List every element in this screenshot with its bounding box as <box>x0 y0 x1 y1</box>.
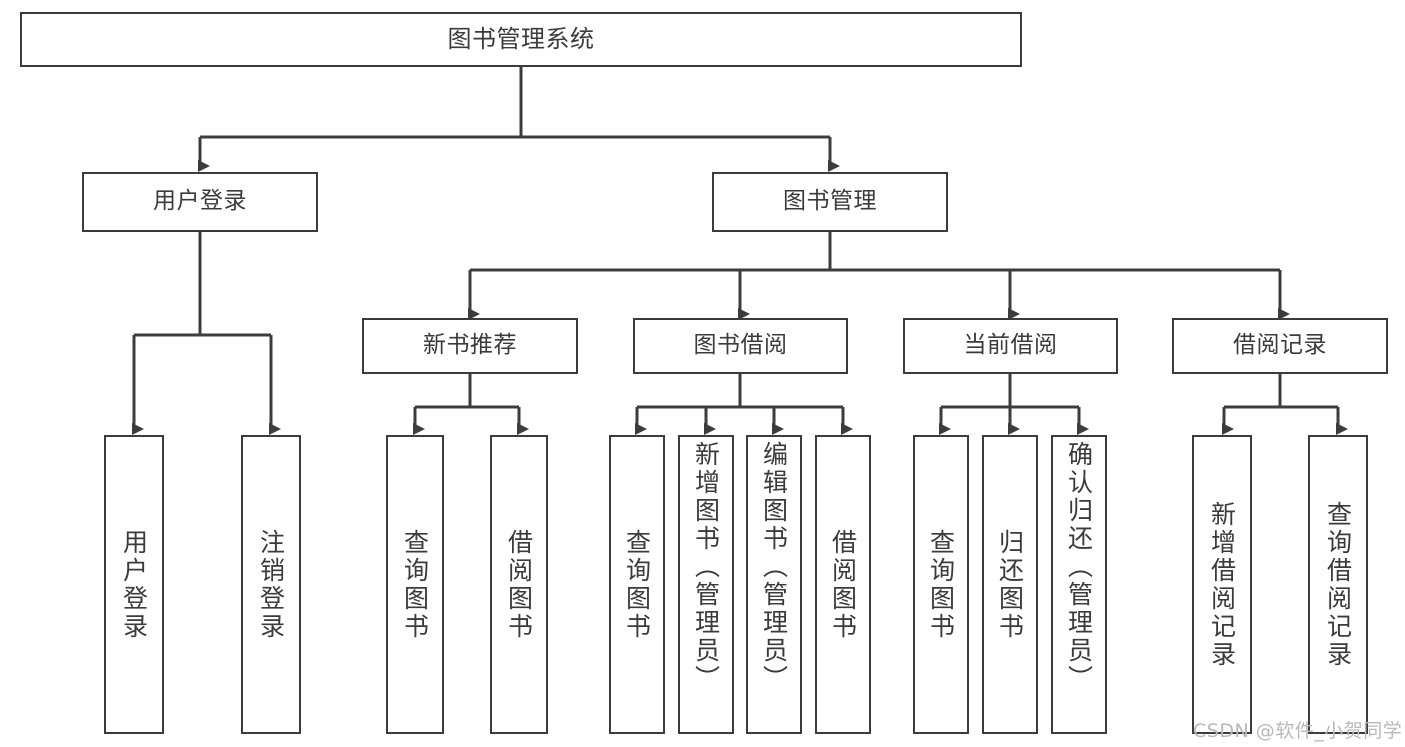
node-label: 查询借阅记录 <box>1323 500 1353 669</box>
leaf-logout-login[interactable]: 注销登录 <box>241 435 301 734</box>
node-label: 查询图书 <box>400 528 430 641</box>
leaf-return-book[interactable]: 归还图书 <box>982 435 1038 734</box>
node-label: 图书管理 <box>783 188 877 215</box>
leaf-confirm-return[interactable]: 确认归还（管理员） <box>1051 435 1107 734</box>
leaf-query-book-borrow[interactable]: 查询图书 <box>609 435 665 734</box>
node-new-book-recommend[interactable]: 新书推荐 <box>362 318 578 374</box>
node-label: 用户登录 <box>119 528 149 641</box>
node-label: 图书管理系统 <box>447 25 595 54</box>
node-label: 新增借阅记录 <box>1207 500 1237 669</box>
node-label: 新书推荐 <box>423 332 517 359</box>
leaf-borrow-book-borrow[interactable]: 借阅图书 <box>815 435 871 734</box>
node-label: 当前借阅 <box>963 332 1058 359</box>
node-user-login[interactable]: 用户登录 <box>82 172 318 232</box>
node-label: 查询图书 <box>926 528 956 641</box>
node-label: 用户登录 <box>153 188 247 215</box>
leaf-query-book-new-recommend[interactable]: 查询图书 <box>386 435 444 734</box>
node-label: 新增图书（管理员） <box>691 441 721 693</box>
leaf-user-login[interactable]: 用户登录 <box>104 435 164 734</box>
node-book-borrow[interactable]: 图书借阅 <box>633 318 848 374</box>
node-borrow-record[interactable]: 借阅记录 <box>1172 318 1388 374</box>
leaf-query-borrow-record[interactable]: 查询借阅记录 <box>1308 435 1368 734</box>
leaf-edit-book[interactable]: 编辑图书（管理员） <box>746 435 802 734</box>
leaf-borrow-book-new-recommend[interactable]: 借阅图书 <box>490 435 548 734</box>
node-label: 注销登录 <box>256 528 286 641</box>
node-current-borrow[interactable]: 当前借阅 <box>903 318 1118 374</box>
node-root-book-management-system[interactable]: 图书管理系统 <box>20 12 1022 67</box>
node-label: 查询图书 <box>622 528 652 641</box>
node-label: 借阅图书 <box>504 528 534 641</box>
leaf-query-book-current[interactable]: 查询图书 <box>913 435 969 734</box>
node-book-management[interactable]: 图书管理 <box>712 172 948 232</box>
node-label: 图书借阅 <box>693 332 788 359</box>
node-label: 确认归还（管理员） <box>1064 441 1094 693</box>
node-label: 借阅记录 <box>1233 332 1327 359</box>
node-label: 借阅图书 <box>828 528 858 641</box>
node-label: 归还图书 <box>995 528 1025 641</box>
leaf-add-book[interactable]: 新增图书（管理员） <box>678 435 734 734</box>
leaf-add-borrow-record[interactable]: 新增借阅记录 <box>1192 435 1252 734</box>
csdn-watermark: CSDN @软件_小贺同学 <box>1193 720 1403 742</box>
node-label: 编辑图书（管理员） <box>759 441 789 693</box>
